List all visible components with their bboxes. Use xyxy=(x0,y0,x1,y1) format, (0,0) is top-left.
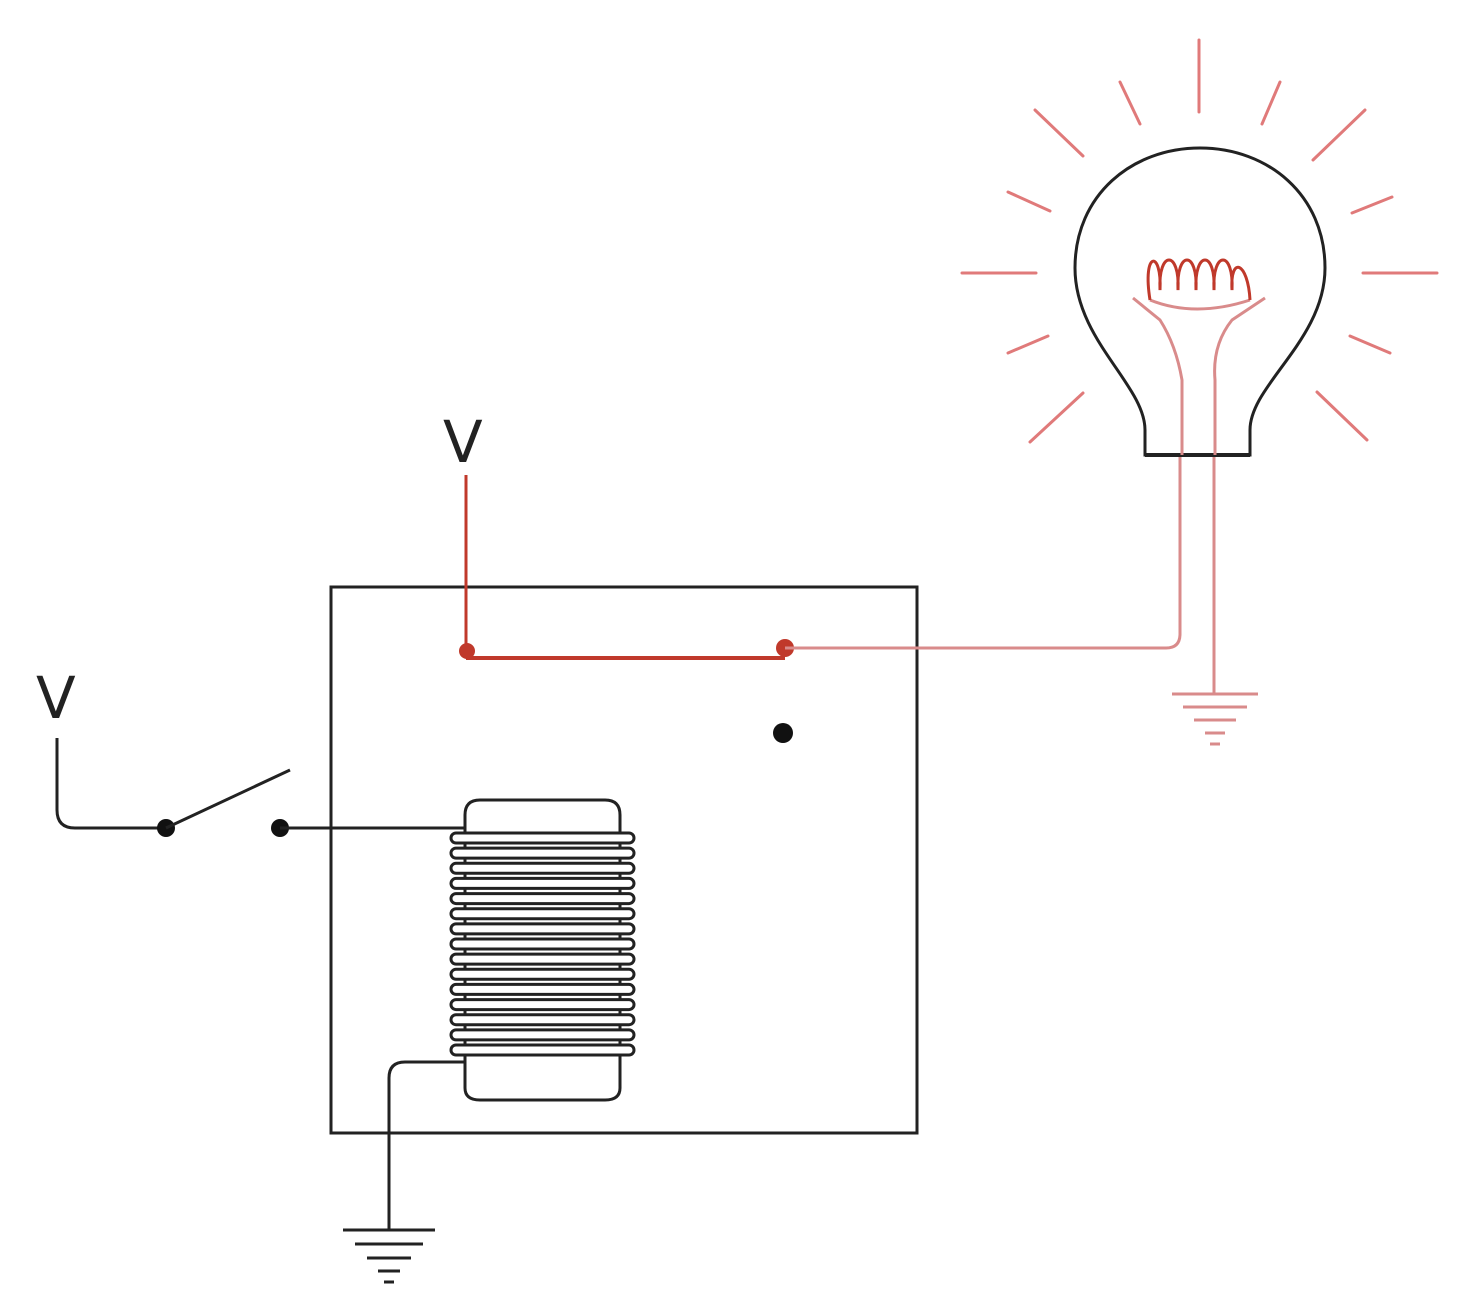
relay-supply-voltage-label: V xyxy=(443,408,483,476)
coil-winding-turn xyxy=(449,967,636,981)
load-wire-to-bulb xyxy=(785,455,1182,650)
control-supply-wire xyxy=(55,738,166,830)
coil-ground-symbol xyxy=(343,1228,435,1284)
coil-winding-turn xyxy=(449,937,636,951)
coil-winding-turn xyxy=(449,922,636,936)
coil-winding-turn xyxy=(449,846,636,860)
coil-winding-turn xyxy=(449,1043,636,1057)
relay-housing xyxy=(329,585,919,1135)
bulb-glass xyxy=(1073,146,1327,457)
filament-support-wires xyxy=(1132,296,1266,455)
normally-closed-terminal xyxy=(773,723,793,743)
coil-winding-turn xyxy=(449,907,636,921)
coil-winding-turn xyxy=(449,831,636,845)
bulb-glow-rays xyxy=(960,38,1439,444)
coil-ground-wire xyxy=(387,1060,465,1230)
coil-windings xyxy=(449,831,636,1057)
control-supply-voltage-label: V xyxy=(36,664,76,732)
bulb-ground-symbol xyxy=(1172,692,1258,746)
coil-winding-turn xyxy=(449,892,636,906)
coil-winding-turn xyxy=(449,982,636,996)
coil-winding-turn xyxy=(449,861,636,875)
coil-winding-turn xyxy=(449,876,636,890)
coil-winding-turn xyxy=(449,1013,636,1027)
filament-coil xyxy=(1146,258,1252,301)
coil-winding-turn xyxy=(449,1028,636,1042)
switch-lever xyxy=(165,768,291,830)
coil-winding-turn xyxy=(449,952,636,966)
armature-pivot-terminal xyxy=(459,643,475,659)
coil-winding-turn xyxy=(449,998,636,1012)
